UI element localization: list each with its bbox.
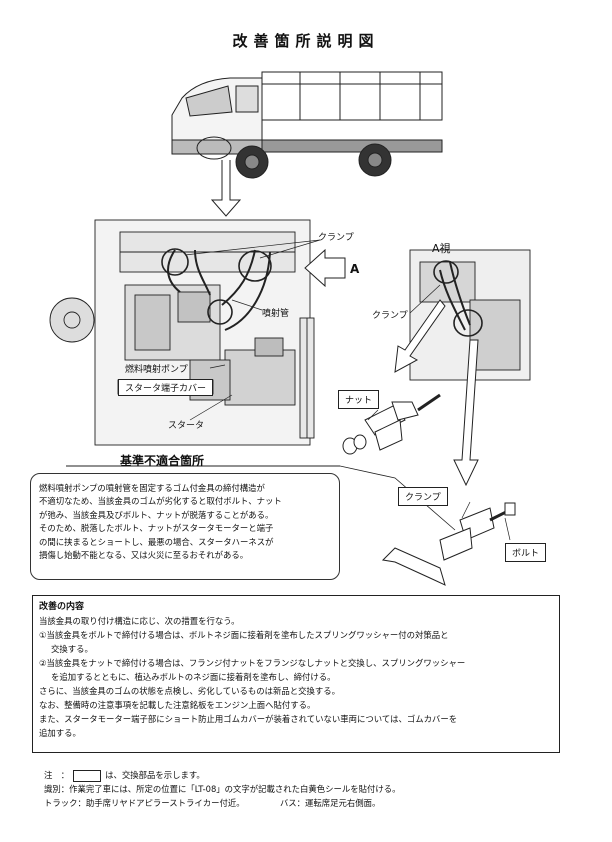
improvement-line: なお、整備時の注意事項を記載した注意銘板をエンジン上面へ貼付する。 <box>39 700 316 710</box>
label-arrow-a: A <box>350 262 360 276</box>
description-box: 燃料噴射ポンプの噴射管を固定するゴム付金具の締付構造が 不適切なため、当該金具の… <box>30 473 340 580</box>
note-suffix: は、交換部品を示します。 <box>105 770 205 780</box>
description-line: が弛み、当該金具及びボルト、ナットが脱落することがある。 <box>39 509 274 520</box>
label-view-a: A視 <box>432 242 451 255</box>
improvement-line: ②当該金具をナットで締付ける場合は、フランジ付ナットをフランジなしナットと交換し… <box>39 658 466 668</box>
nut-parts-illustration <box>342 393 441 455</box>
note-prefix: 注 ： <box>44 770 70 780</box>
improvement-line: ①当該金具をボルトで締付ける場合は、ボルトネジ面に接着剤を塗布したスプリングワッ… <box>39 630 449 640</box>
description-line: そのため、脱落したボルト、ナットがスタータモーターと端子 <box>39 523 274 534</box>
label-clamp-right: クランプ <box>372 311 408 321</box>
label-starter: スタータ <box>168 421 205 431</box>
description-line: 燃料噴射ポンプの噴射管を固定するゴム付金具の締付構造が <box>39 483 265 493</box>
replacement-part-box <box>73 769 102 782</box>
truck-illustration <box>171 71 443 179</box>
label-clamp-box: クランプ <box>398 487 448 506</box>
noncompliance-title: 基準不適合箇所 <box>120 454 205 468</box>
improvement-line: さらに、当該金具のゴムの状態を点検し、劣化しているものは新品と交換する。 <box>39 686 340 696</box>
id-line: 識別：作業完了車には、所定の位置に「LT-08」の文字が記載された白黄色シールを… <box>44 784 401 794</box>
label-bolt: ボルト <box>505 543 547 562</box>
description-line: 不適切なため、当該金具のゴムが劣化すると取付ボルト、ナット <box>39 496 282 507</box>
improvement-heading: 改善の内容 <box>39 602 85 612</box>
label-clamp-top: クランプ <box>318 233 354 243</box>
label-injection-pump: 燃料噴射ポンプ <box>125 365 188 375</box>
illustration <box>49 71 531 586</box>
improvement-line: 交換する。 <box>51 644 93 654</box>
improvement-line: また、スタータモーター端子部にショート防止用ゴムカバーが装着されていない車両につ… <box>39 714 458 724</box>
bus-line: バス：運転席足元右側面。 <box>279 798 381 808</box>
description-line: の間に挟まるとショートし、最悪の場合、スタータハーネスが <box>39 536 274 547</box>
truck-line: トラック：助手席リヤドアピラーストライカー付近。 <box>44 798 245 808</box>
note-line: 注 ： は、交換部品を示します。 <box>44 768 574 782</box>
label-nut: ナット <box>338 390 380 409</box>
improvement-box: 改善の内容 当該金具の取り付け構造に応じ、次の措置を行なう。 ①当該金具をボルト… <box>32 595 560 753</box>
label-starter-cover: スタータ端子カバー <box>118 379 214 396</box>
page-title: 改善箇所説明図 <box>232 32 380 50</box>
description-line: 損傷し始動不能となる、又は火災に至るおそれがある。 <box>39 550 249 561</box>
label-injection-pipe: 噴射管 <box>262 309 290 319</box>
improvement-line: 追加する。 <box>39 728 81 738</box>
bolt-parts-illustration <box>381 502 516 586</box>
improvement-line: 当該金具の取り付け構造に応じ、次の措置を行なう。 <box>39 616 240 626</box>
improvement-line: を追加するとともに、植込みボルトのネジ面に接着剤を塗布し、締付ける。 <box>51 672 336 682</box>
placement-line: トラック：助手席リヤドアピラーストライカー付近。 バス：運転席足元右側面。 <box>44 796 574 810</box>
notes-section: 注 ： は、交換部品を示します。 識別：作業完了車には、所定の位置に「LT-08」… <box>44 768 574 810</box>
